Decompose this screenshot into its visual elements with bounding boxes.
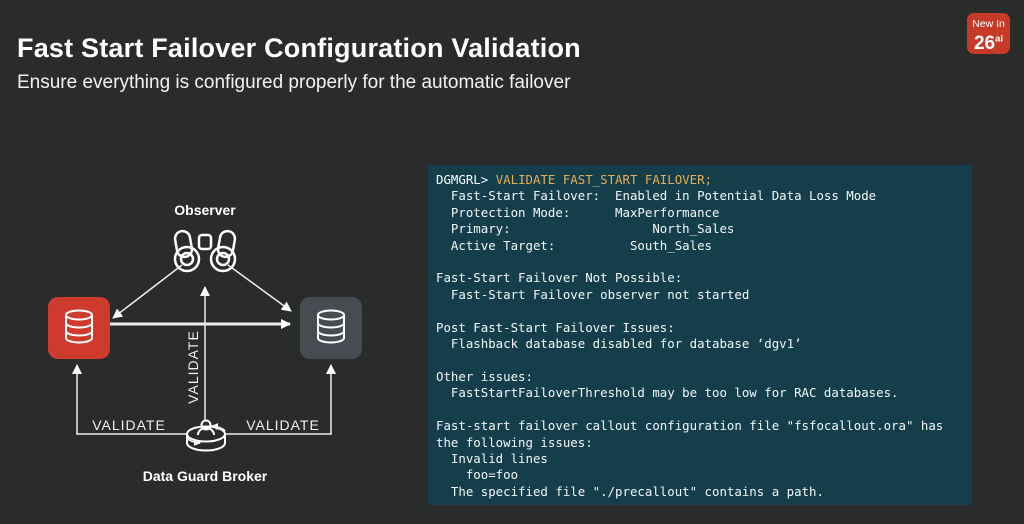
validate-label-left: VALIDATE (92, 417, 166, 433)
page-subtitle: Ensure everything is configured properly… (17, 72, 571, 93)
validate-command: VALIDATE FAST_START FAILOVER; (495, 172, 713, 187)
terminal-body: Fast-Start Failover: Enabled in Potentia… (436, 188, 944, 499)
arrow-broker-to-primary (72, 364, 186, 435)
terminal-output: DGMGRL> VALIDATE FAST_START FAILOVER; Fa… (436, 172, 972, 500)
broker-label: Data Guard Broker (143, 468, 268, 484)
arrow-observer-to-standby (227, 264, 292, 312)
badge-line1: New In (972, 18, 1005, 30)
arrow-broker-to-standby (226, 364, 336, 435)
new-in-26ai-badge: New In 26ai (967, 13, 1010, 54)
arrow-observer-to-primary (112, 264, 183, 319)
dgmgrl-prompt: DGMGRL> (436, 172, 489, 187)
page-title: Fast Start Failover Configuration Valida… (17, 33, 581, 63)
topology-diagram: Observer Data Guard Broker VALIDATE VALI… (48, 202, 362, 484)
validate-label-vertical: VALIDATE (185, 330, 201, 404)
database-icon (65, 309, 93, 344)
database-icon (317, 309, 345, 344)
slide-header: Fast Start Failover Configuration Valida… (17, 33, 581, 94)
broker-cylinder-icon (186, 419, 226, 452)
binoculars-icon (173, 229, 237, 273)
observer-label: Observer (174, 202, 236, 218)
terminal-panel: DGMGRL> VALIDATE FAST_START FAILOVER; Fa… (428, 165, 972, 505)
validate-label-right: VALIDATE (246, 417, 320, 433)
badge-version: 26ai (973, 33, 1004, 55)
